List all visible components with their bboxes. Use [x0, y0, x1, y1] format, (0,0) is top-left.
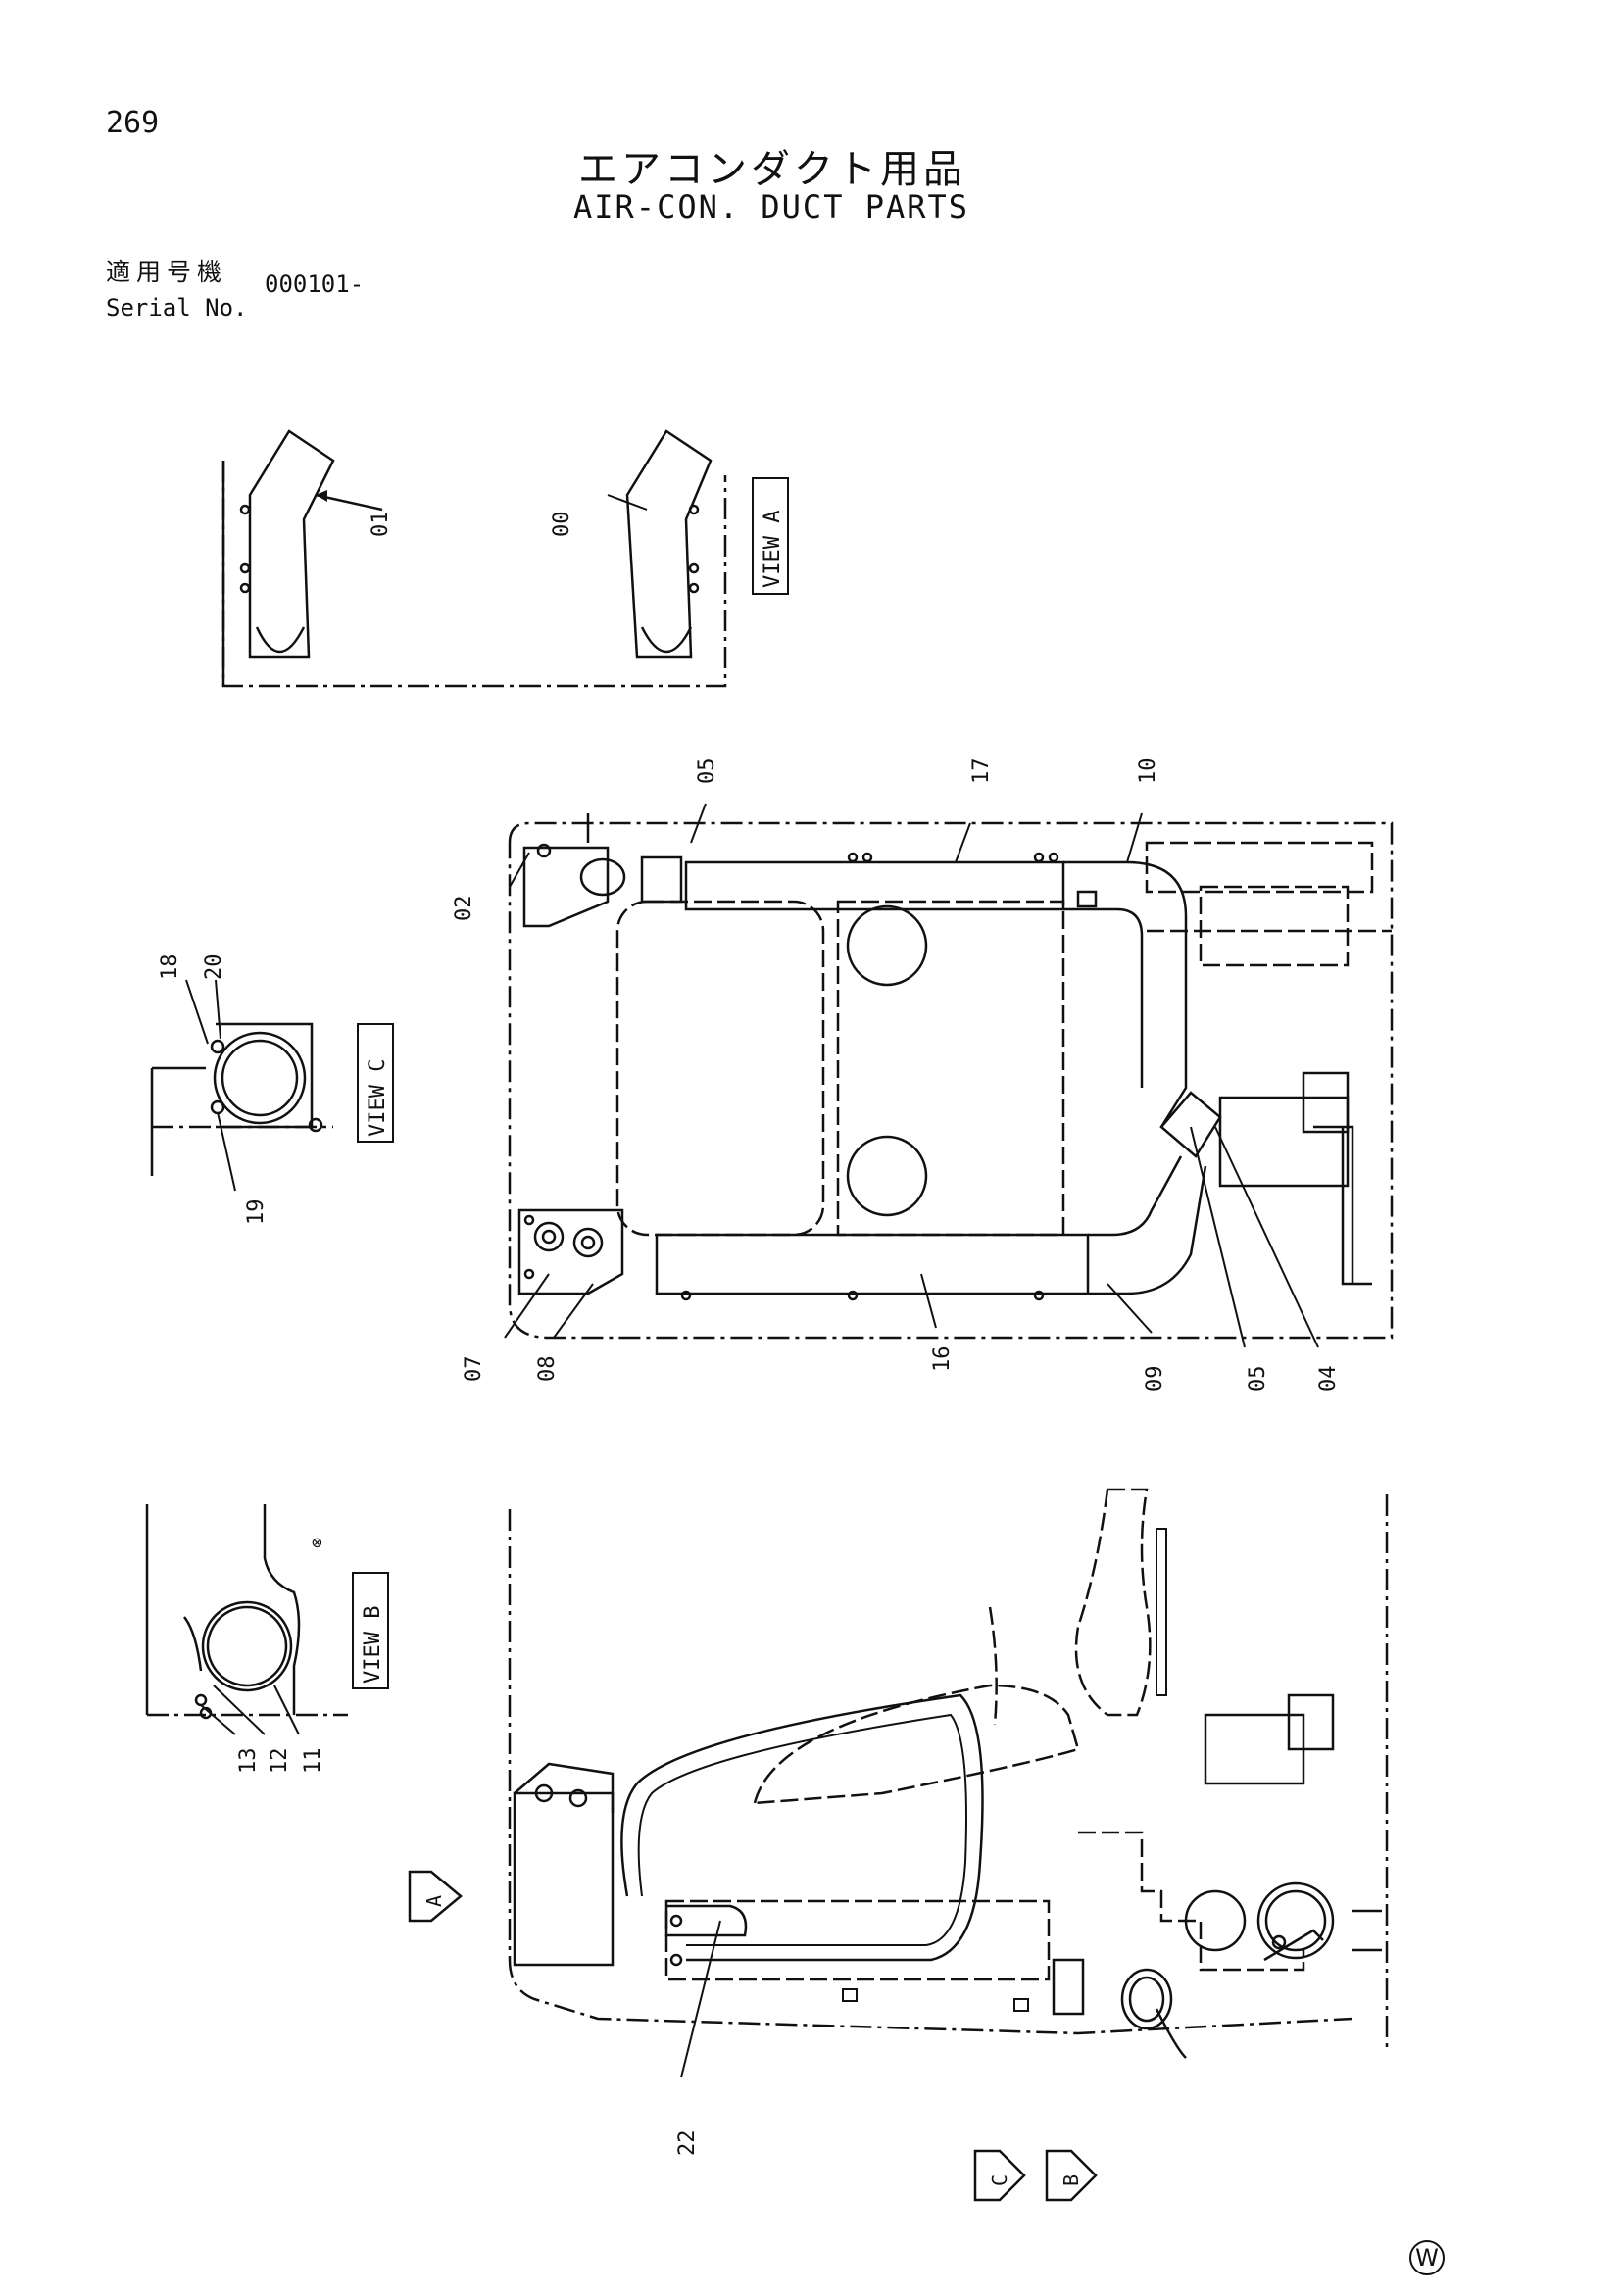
vent-part-07-08	[517, 1208, 624, 1295]
view-arrow-c	[973, 2149, 1026, 2202]
callout-11: 11	[301, 1748, 325, 1775]
callout-04: 04	[1316, 1366, 1341, 1392]
callout-09: 09	[1143, 1366, 1167, 1392]
callout-20: 20	[202, 954, 226, 981]
callout-07: 07	[462, 1356, 486, 1383]
callout-00: 00	[550, 512, 574, 538]
view-a-label: VIEW A	[761, 511, 785, 588]
serial-label-japanese: 適用号機	[106, 258, 228, 286]
callout-22: 22	[675, 2130, 700, 2157]
callout-12: 12	[268, 1748, 292, 1775]
callout-08: 08	[535, 1356, 560, 1383]
serial-number-value: 000101-	[265, 270, 365, 298]
duct-part-02	[522, 846, 610, 928]
view-arrow-b	[1045, 2149, 1098, 2202]
joint-part-04-05	[1159, 1091, 1222, 1158]
view-c-figure	[150, 979, 394, 1192]
callout-01: 01	[369, 512, 393, 538]
view-b-label: VIEW B	[361, 1606, 385, 1684]
serial-label-english: Serial No.	[106, 294, 248, 321]
callout-16: 16	[930, 1346, 955, 1373]
view-arrow-a-letter: A	[422, 1895, 446, 1907]
page-number: 269	[106, 106, 160, 140]
callout-19: 19	[244, 1199, 269, 1226]
view-arrow-a	[408, 1870, 463, 1923]
view-c-label: VIEW C	[366, 1059, 390, 1137]
callout-05-lower: 05	[1246, 1366, 1270, 1392]
view-arrow-c-letter: C	[988, 2174, 1011, 2186]
duct-part-16	[655, 1233, 1090, 1295]
top-view-figure	[504, 803, 1394, 1348]
side-view-figure	[508, 1488, 1389, 2078]
view-arrow-b-letter: B	[1059, 2174, 1083, 2186]
callout-02: 02	[452, 896, 476, 922]
duct-part-11	[201, 1600, 293, 1692]
duct-part-01	[248, 429, 335, 659]
watermark-mark: W	[1409, 2240, 1445, 2275]
duct-part-09	[1088, 1155, 1207, 1295]
callout-18: 18	[158, 954, 182, 981]
view-a-figure	[221, 429, 789, 688]
duct-part-10	[1063, 860, 1188, 1128]
duct-part-22	[664, 1904, 748, 1937]
view-b-figure: ⊗	[145, 1504, 389, 1735]
svg-text:⊗: ⊗	[312, 1533, 322, 1553]
vent-side	[513, 1791, 615, 1967]
duct-part-00	[625, 429, 713, 659]
callout-05-upper: 05	[695, 758, 719, 785]
page-title-japanese: エアコンダクト用品	[578, 147, 966, 192]
page-title-english: AIR-CON. DUCT PARTS	[573, 188, 970, 225]
callout-13: 13	[236, 1748, 261, 1775]
duct-part-17	[684, 860, 1065, 911]
callout-17: 17	[969, 758, 994, 785]
callout-10: 10	[1136, 758, 1160, 785]
